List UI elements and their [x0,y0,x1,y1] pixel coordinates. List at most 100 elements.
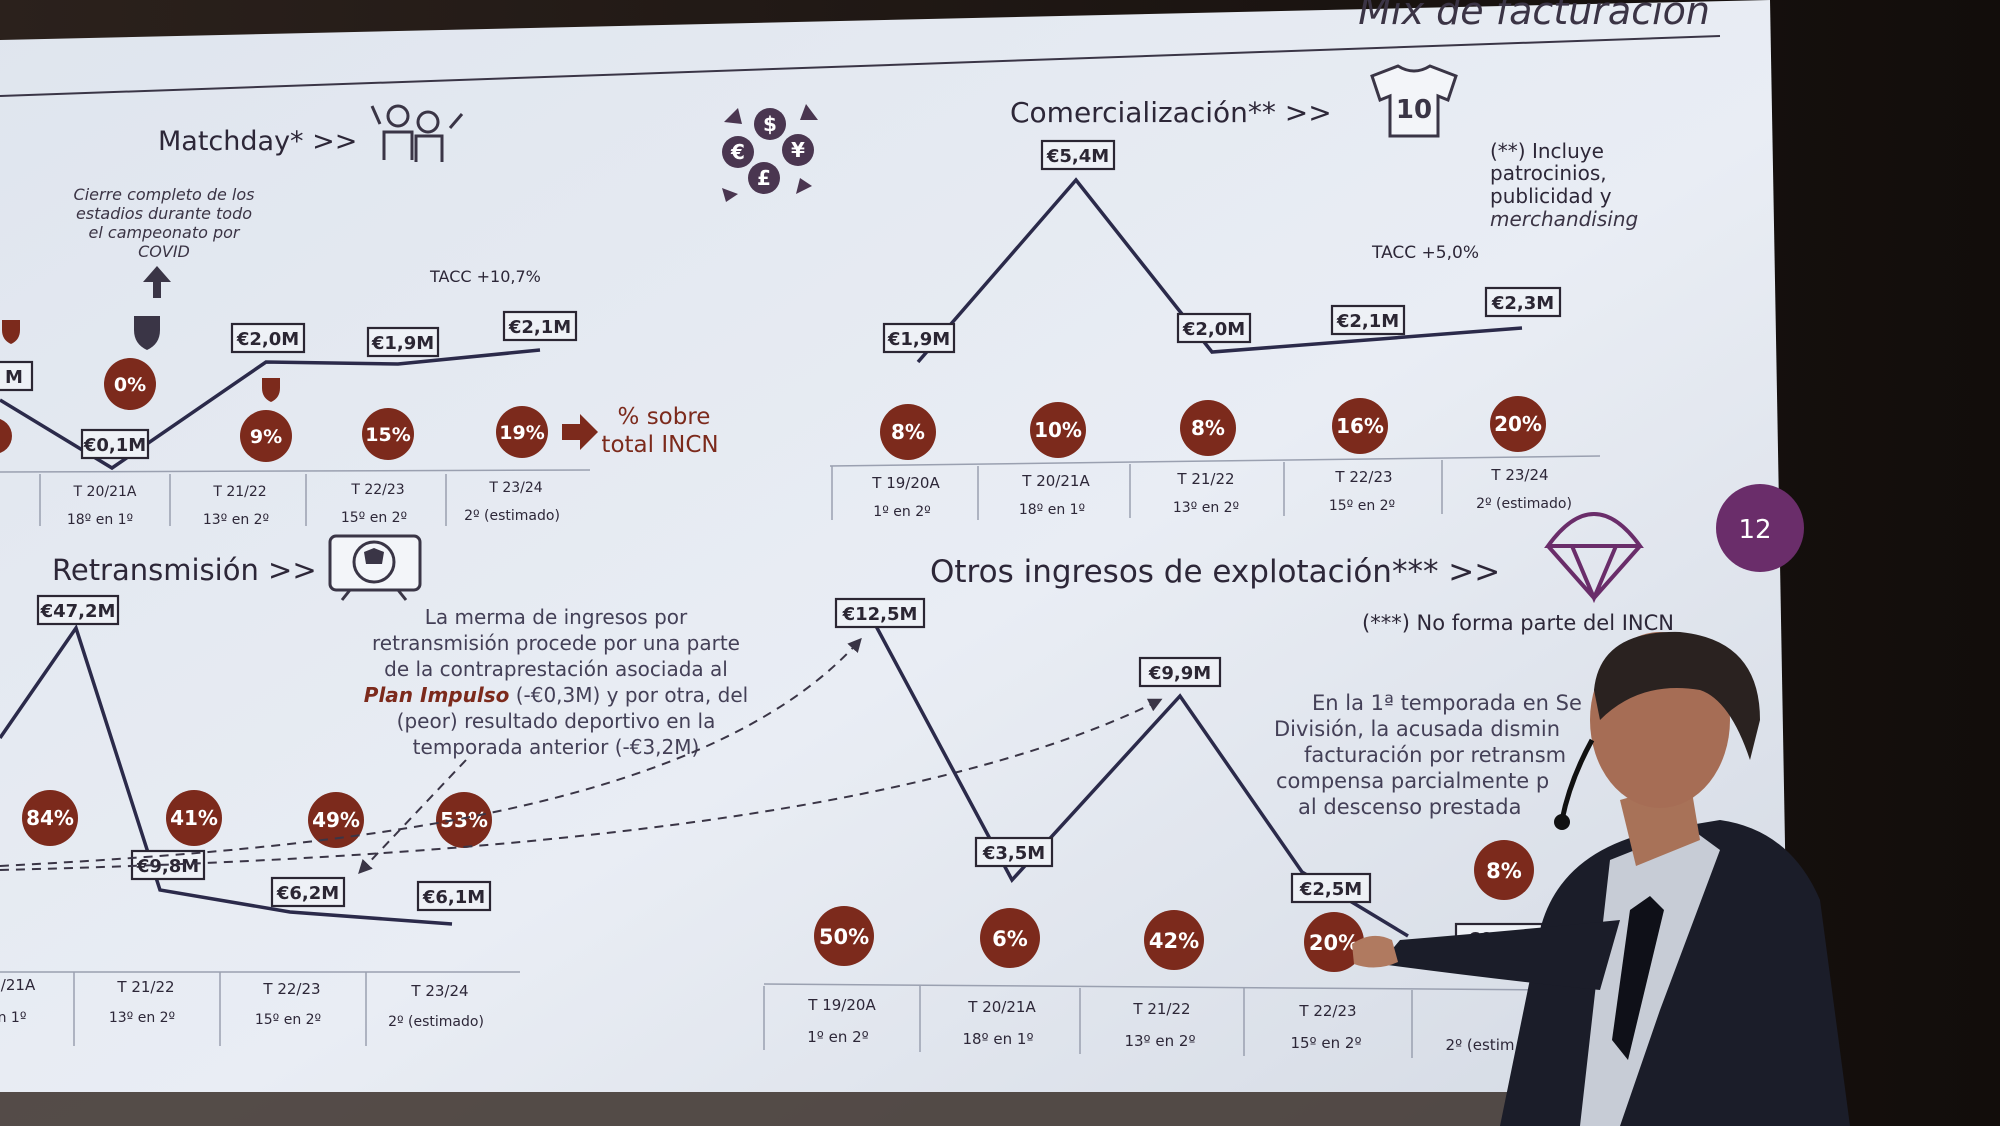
svg-text:¥: ¥ [791,138,805,162]
svg-text:16%: 16% [1336,414,1384,438]
otros-season-axis [763,983,1561,1058]
svg-text:€5,4M: €5,4M [1046,146,1109,167]
svg-text:€47,2M: €47,2M [40,601,116,622]
svg-text:13º en 2º: 13º en 2º [1173,500,1239,516]
svg-text:$: $ [763,112,777,136]
svg-text:el campeonato por: el campeonato por [89,223,241,242]
otros-heading: Otros ingresos de explotación*** >> [930,554,1500,590]
svg-text:€6,2M: €6,2M [276,883,339,904]
svg-text:2º (estimado): 2º (estimado) [388,1014,484,1030]
svg-text:temporada anterior (-€3,2M): temporada anterior (-€3,2M) [413,735,700,759]
presenter-tie [1612,896,1664,1060]
shield-icon [134,316,160,350]
svg-text:€: € [730,140,745,164]
svg-text:€12,5M: €12,5M [842,604,918,625]
svg-text:2º (estimado): 2º (estimado) [464,508,560,524]
presenter-shirt [1580,828,1720,1126]
retransmision-season-axis [0,971,520,1046]
svg-text:T 22/23: T 22/23 [1334,468,1392,486]
presenter-body [1500,820,1850,1126]
svg-text:£: £ [757,166,771,190]
otros-percentages: 50% 6% 42% 20% 8% [814,840,1534,972]
svg-text:T 21/22: T 21/22 [116,978,174,996]
otros-seasons: T 19/20A 1º en 2º T 20/21A 18º en 1º T 2… [807,996,1514,1054]
svg-text:€6,1M: €6,1M [422,887,485,908]
svg-text:€1,9M: €1,9M [371,333,434,354]
svg-text:8%: 8% [891,420,925,444]
svg-text:Plan Impulso (-€0,3M) y por ot: Plan Impulso (-€0,3M) y por otra, del [364,683,748,707]
svg-text:6%: 6% [992,927,1028,951]
presenter-hair [1594,631,1760,760]
matchday-seasons: T 20/21A 18º en 1º T 21/22 13º en 2º T 2… [67,480,560,528]
retransmision-note: La merma de ingresos por retransmisión p… [364,605,748,759]
comercializacion-seasons: T 19/20A 1º en 2º T 20/21A 18º en 1º T 2… [871,466,1572,520]
up-arrow-icon [143,266,171,298]
svg-text:División, la acusada dismin: División, la acusada dismin [1274,717,1560,741]
svg-text:18º en 1º: 18º en 1º [962,1030,1033,1048]
comercializacion-heading: Comercialización** >> [1010,96,1332,129]
svg-text:€9,9M: €9,9M [1148,663,1211,684]
svg-text:n 1º: n 1º [0,1010,26,1026]
svg-text:facturación por retransm: facturación por retransm [1304,743,1566,767]
svg-text:€2,5M: €2,5M [1299,879,1362,900]
svg-text:15º en 2º: 15º en 2º [1329,498,1395,514]
otros-side-note: En la 1ª temporada en Se División, la ac… [1274,691,1582,819]
fans-icon [370,104,464,162]
svg-text:compensa parcialmente p: compensa parcialmente p [1276,769,1549,793]
svg-text:retransmisión procede por una: retransmisión procede por una parte [372,631,740,655]
svg-text:publicidad y: publicidad y [1490,184,1612,208]
floor-shadow [0,1092,1790,1126]
svg-text:€2,1M: €2,1M [1336,311,1399,332]
presenter-arm [1380,920,1620,990]
comercializacion-percentages: 8% 10% 8% 16% 20% [880,396,1546,460]
svg-text:9%: 9% [250,426,282,448]
svg-text:COVID: COVID [138,242,190,261]
svg-text:8%: 8% [1486,859,1522,883]
svg-text:T 21/22: T 21/22 [1132,1000,1190,1018]
tv-ball-icon [328,534,422,601]
svg-text:15º en 2º: 15º en 2º [341,510,407,526]
slide-title: Mix de facturación [1358,0,1710,33]
svg-text:En la 1ª temporada en Se: En la 1ª temporada en Se [1312,691,1582,715]
svg-text:M: M [5,367,23,388]
svg-text:T 23/24: T 23/24 [1490,466,1548,484]
svg-text:2º (estimado): 2º (estimado) [1476,496,1572,512]
svg-text:10%: 10% [1034,418,1082,442]
pct-note: % sobre [618,404,711,430]
matchday-line [0,348,541,471]
title-rule [0,35,1721,97]
page-number: 12 [1738,515,1771,545]
svg-text:50%: 50% [819,925,869,949]
svg-text:20%: 20% [1494,412,1542,436]
svg-text:estadios durante todo: estadios durante todo [76,204,252,223]
otros-note: (***) No forma parte del INCN [1362,611,1674,635]
retransmision-line [0,624,453,926]
svg-text:€9,8M: €9,8M [136,856,199,877]
matchday-value-boxes: €0,1M €2,0M €1,9M €2,1M M [0,310,578,460]
svg-text:T 22/23: T 22/23 [262,980,320,998]
svg-text:T 20/21A: T 20/21A [1021,472,1090,490]
matchday-season-axis [0,469,591,526]
svg-text:1º en 2º: 1º en 2º [807,1028,869,1046]
svg-text:15º en 2º: 15º en 2º [255,1012,321,1028]
svg-text:T 19/20A: T 19/20A [807,996,876,1014]
shield-icon [262,378,280,402]
svg-text:53%: 53% [440,808,488,832]
presenter [1352,631,1850,1126]
comercializacion-line [916,177,1523,364]
svg-text:merchandising: merchandising [1490,207,1638,231]
svg-text:10: 10 [1396,95,1432,125]
currency-exchange-icon: $ € ¥ £ [722,104,818,202]
svg-text:T 22/23: T 22/23 [1298,1002,1356,1020]
page-number-badge [1716,484,1804,572]
pct-note: total INCN [601,432,718,458]
headset-mic-icon [1559,738,1595,821]
svg-text:Cierre completo de los: Cierre completo de los [74,185,255,204]
svg-text:41%: 41% [170,806,218,830]
svg-text:€2,3M: €2,3M [1491,293,1554,314]
svg-text:84%: 84% [26,806,74,830]
svg-text:€2,1M: €2,1M [508,317,571,338]
right-arrow-icon [562,414,598,450]
headset-mic-icon [1554,814,1570,830]
svg-text:(peor) resultado deportivo en: (peor) resultado deportivo en la [397,709,716,733]
